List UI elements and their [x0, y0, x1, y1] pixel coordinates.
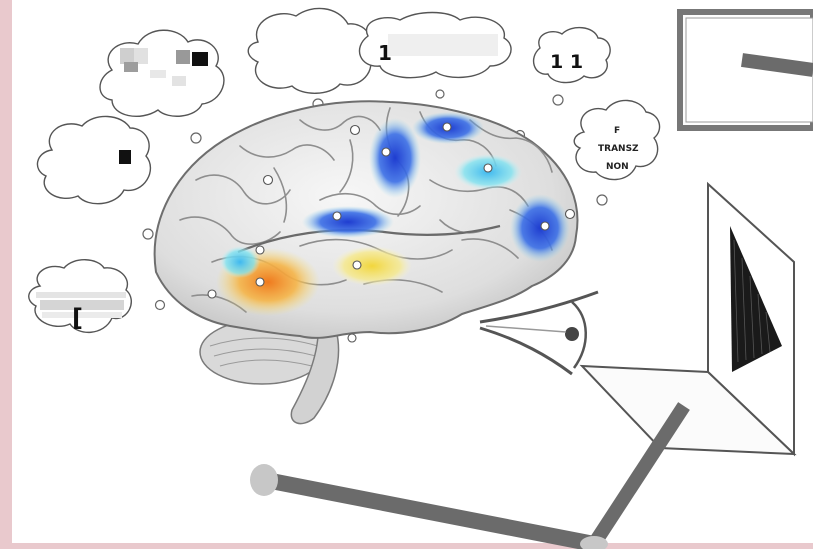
stimulus-frame	[680, 12, 813, 128]
rod-stimulus-top	[742, 60, 813, 70]
bubble-word-line2: TRANSZ	[598, 144, 639, 154]
bubble-bracket: [	[72, 304, 83, 332]
left-border	[0, 0, 12, 549]
bubble-number-double: 1 1	[550, 51, 583, 73]
activation-temporal-edge	[220, 246, 260, 278]
activation-temporal-mid	[332, 246, 412, 286]
bubble-number-single: 1	[378, 41, 392, 65]
activation-frontal-pole	[510, 194, 570, 262]
bubble-word-line1: F	[614, 126, 620, 136]
bubble-word-line3: NON	[606, 162, 629, 172]
bottom-border	[0, 543, 813, 549]
activation-parietal	[302, 206, 394, 238]
thought-bubble-number-single: 1	[359, 13, 511, 78]
